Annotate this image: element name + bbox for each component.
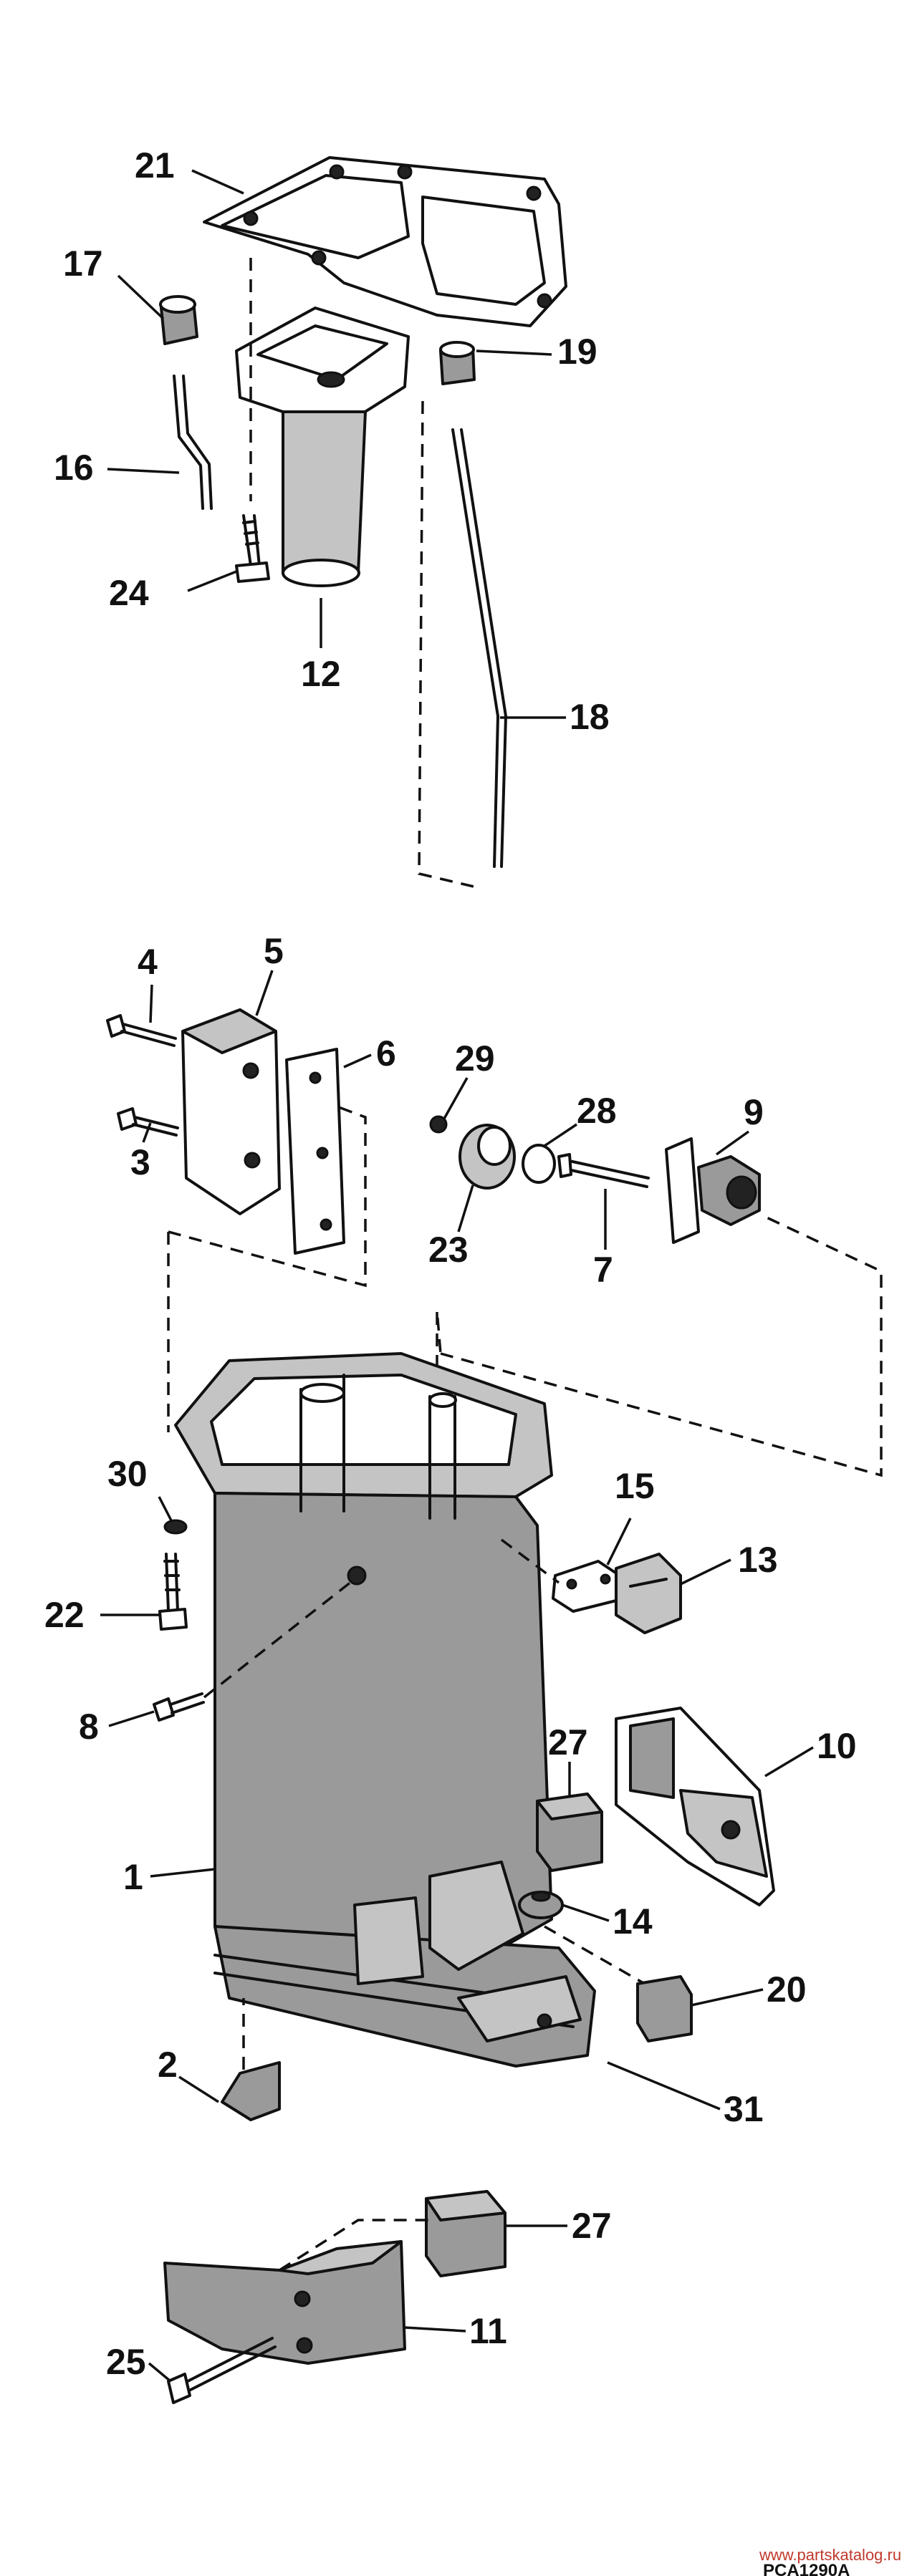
- part-20-block: [636, 1975, 693, 2042]
- part-9-bracket: [665, 1137, 761, 1244]
- callout-5: 5: [264, 931, 284, 971]
- callout-30: 30: [107, 1454, 148, 1494]
- part-16-rod: [173, 375, 213, 510]
- callout-27-upper: 27: [548, 1722, 588, 1762]
- guide-upper-right: [418, 400, 481, 889]
- callout-12: 12: [301, 654, 341, 694]
- callout-10: 10: [817, 1726, 857, 1766]
- part-22-screw: [158, 1553, 188, 1631]
- callout-6: 6: [376, 1033, 396, 1074]
- callout-7: 7: [593, 1250, 613, 1290]
- callout-18: 18: [570, 697, 610, 737]
- guide-14: [544, 1925, 645, 1985]
- part-11-clamp: [163, 2240, 406, 2365]
- leader-lines: [100, 169, 814, 2383]
- part-14-grommet: [518, 1891, 564, 1919]
- part-23-fitting: [458, 1124, 516, 1190]
- part-27-block-lower: [425, 2190, 506, 2277]
- part-18-rod: [451, 428, 507, 868]
- callout-17: 17: [63, 243, 103, 284]
- callout-2: 2: [158, 2045, 178, 2085]
- watermark: www.partskatalog.ru: [759, 2546, 901, 2564]
- part-28-o-ring: [522, 1144, 556, 1184]
- callout-29: 29: [455, 1038, 495, 1079]
- callout-1: 1: [123, 1857, 143, 1897]
- callout-15: 15: [615, 1466, 655, 1506]
- part-30-washer: [163, 1519, 188, 1535]
- callout-16: 16: [54, 448, 94, 488]
- callout-28: 28: [577, 1091, 617, 1131]
- part-21-gasket: [203, 156, 567, 327]
- part-19-grommet: [439, 341, 476, 385]
- part-6-gasket: [285, 1048, 345, 1255]
- callout-3: 3: [130, 1142, 150, 1182]
- callout-8: 8: [79, 1707, 99, 1747]
- callout-14: 14: [613, 1901, 653, 1941]
- callout-19: 19: [557, 332, 597, 372]
- callout-11: 11: [469, 2311, 507, 2351]
- part-4-screw: [106, 1014, 177, 1047]
- callout-25: 25: [106, 2342, 146, 2382]
- part-2-anode: [221, 2061, 281, 2121]
- part-5-cover: [181, 1008, 281, 1215]
- guide-8: [203, 1578, 356, 1699]
- part-3-screw: [117, 1107, 179, 1137]
- callout-22: 22: [44, 1595, 85, 1635]
- part-7-screw: [557, 1153, 650, 1188]
- guide-27-lower: [279, 2219, 430, 2272]
- guide-mid-7: [436, 1310, 442, 1389]
- callout-21: 21: [135, 145, 175, 185]
- callout-27-lower: 27: [572, 2206, 612, 2246]
- part-27-block-upper: [536, 1793, 603, 1872]
- callout-9: 9: [744, 1092, 764, 1132]
- guide-13: [500, 1538, 560, 1584]
- callout-24: 24: [109, 573, 149, 613]
- part-1-driveshaft-housing: [174, 1352, 596, 2068]
- part-10-bracket: [615, 1707, 775, 1906]
- callout-13: 13: [738, 1540, 778, 1580]
- callout-31: 31: [724, 2089, 764, 2129]
- callout-4: 4: [138, 942, 158, 982]
- callout-20: 20: [767, 1969, 807, 2010]
- guide-mid-right: [440, 1216, 883, 1477]
- part-24-screw: [235, 514, 270, 583]
- part-12-exhaust-housing: [235, 307, 410, 587]
- part-15-gasket: [552, 1560, 621, 1613]
- guide-mid-left: [167, 1105, 367, 1432]
- part-13-bracket: [615, 1553, 682, 1634]
- part-29-screw: [429, 1115, 448, 1134]
- part-8-screw: [153, 1692, 205, 1722]
- part-25-bolt: [167, 2337, 277, 2404]
- callout-23: 23: [428, 1230, 469, 1270]
- part-17-grommet: [159, 295, 198, 345]
- drawing-code: PCA1290A: [763, 2561, 850, 2576]
